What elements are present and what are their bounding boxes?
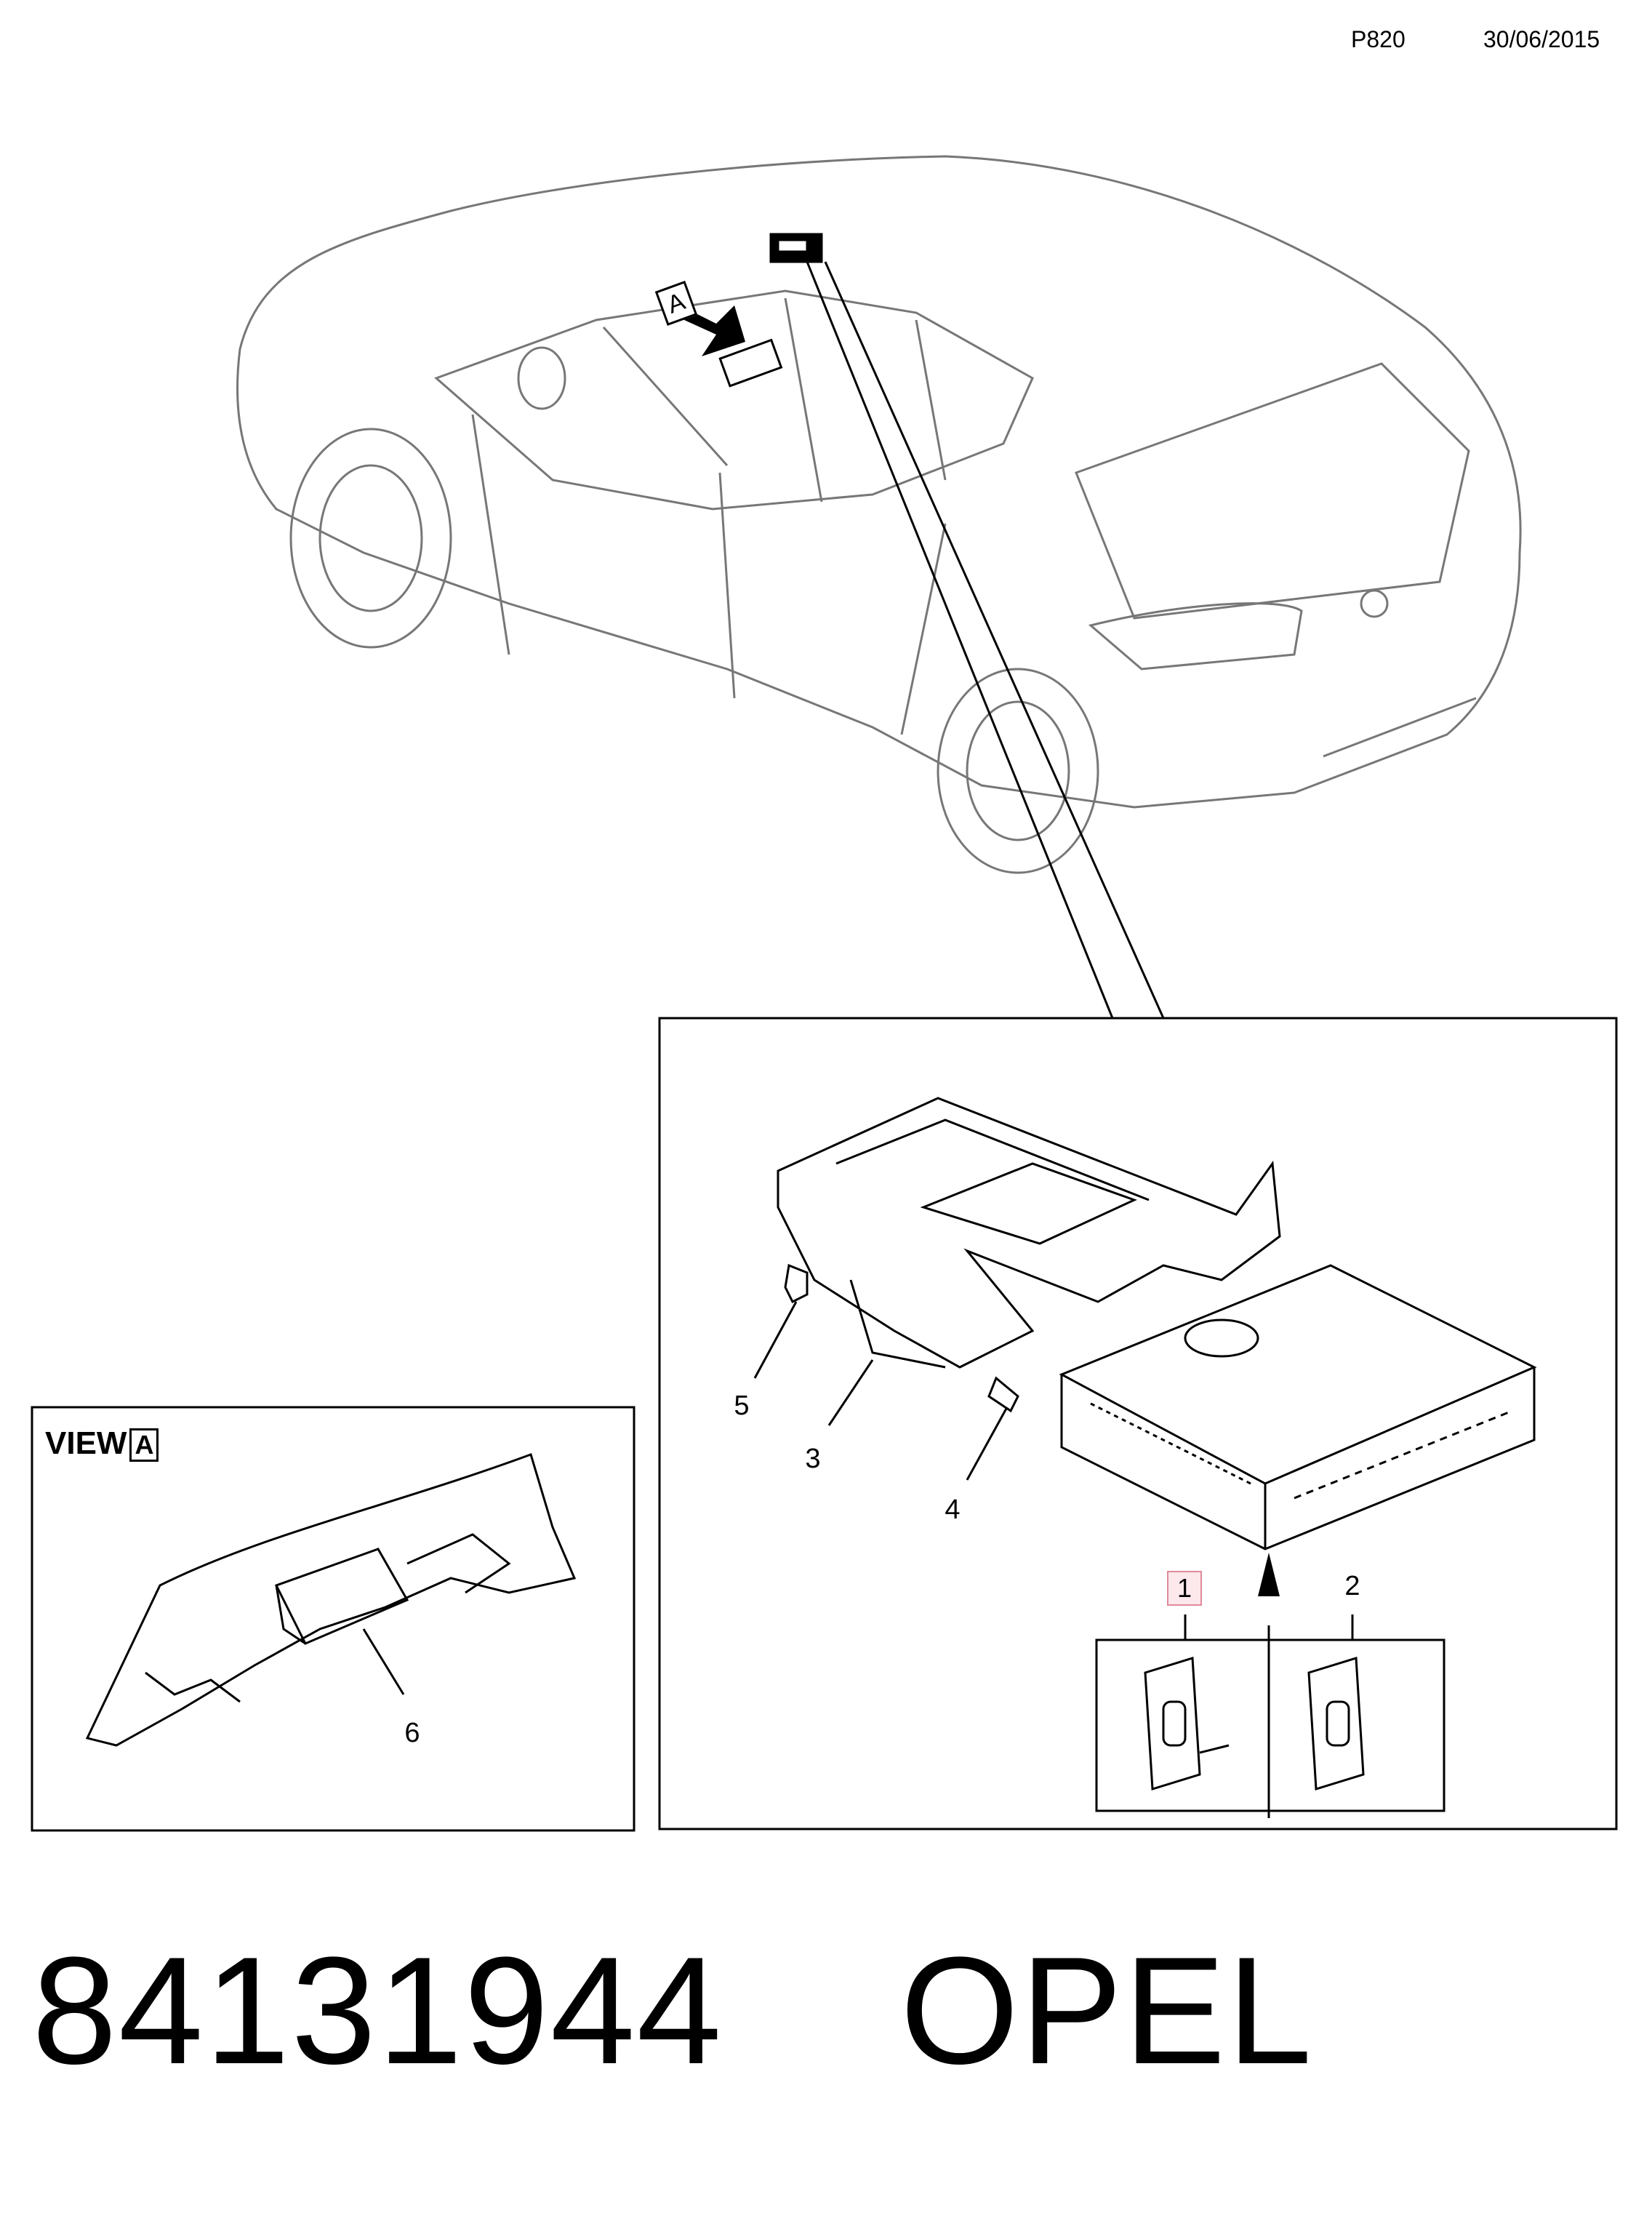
view-a-letter: A xyxy=(129,1428,159,1462)
lock-state-drawings xyxy=(1144,1657,1365,1790)
view-a-label: VIEW xyxy=(45,1425,127,1461)
bracket-drawing xyxy=(777,1097,1281,1369)
leader-lines xyxy=(806,261,1165,1019)
part-number: 84131944 xyxy=(32,1925,723,2096)
callout-6: 6 xyxy=(404,1718,420,1748)
view-a-arrow xyxy=(676,305,783,388)
fastener-drawings xyxy=(784,1263,1019,1413)
view-a-box xyxy=(31,1406,635,1832)
lock-state-box xyxy=(1095,1638,1446,1812)
callout-1: 1 xyxy=(1167,1571,1202,1606)
brand-name: OPEL xyxy=(900,1925,1314,2096)
page-code: P820 xyxy=(1351,26,1406,52)
detail-box xyxy=(658,1017,1618,1830)
callout-4: 4 xyxy=(945,1494,961,1525)
view-a-drawing xyxy=(85,1453,577,1747)
callout-5: 5 xyxy=(734,1390,750,1421)
module-drawing xyxy=(1059,1264,1537,1550)
roof-module-marker xyxy=(769,233,823,263)
lock-state-leaders xyxy=(1184,1614,1354,1640)
callout-2: 2 xyxy=(1344,1571,1360,1601)
page-date: 30/06/2015 xyxy=(1483,26,1600,52)
callout-leaders xyxy=(753,1301,1009,1481)
callout-3: 3 xyxy=(805,1444,821,1474)
car-outline xyxy=(236,155,1522,874)
